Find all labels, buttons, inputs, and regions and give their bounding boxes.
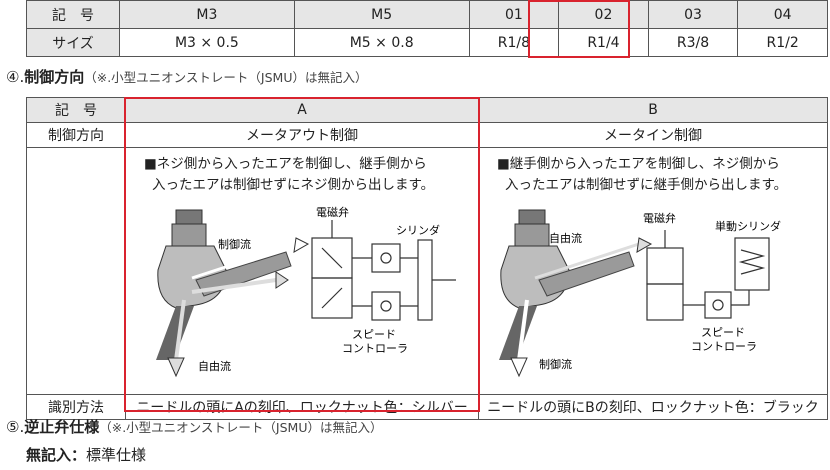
size-code-header-row: 記 号 M3 M5 01 02 03 04	[26, 0, 828, 29]
solenoid-label-b: 電磁弁	[643, 211, 676, 225]
meter-out-desc-line2: 入ったエアは制御せずにネジ側から出します。	[152, 177, 435, 193]
identify-label-cell: 識別方法	[26, 394, 126, 420]
fitting-illustration-a	[156, 209, 310, 378]
pneumatic-schematic-b	[646, 230, 770, 321]
section4-heading: ④.制御方向（※.小型ユニオンストレート（JSMU）は無記入）	[6, 66, 368, 87]
controlled-flow-label-a: 制御流	[218, 237, 251, 251]
controller-label-a: コントローラ	[342, 342, 408, 355]
direction-row: 制御方向 メータアウト制御 メータイン制御	[26, 122, 828, 148]
size-cell: M3 × 0.5	[119, 28, 295, 57]
meter-in-name: メータイン制御	[478, 122, 828, 148]
controlled-flow-label-b: 制御流	[539, 357, 572, 371]
size-cell: R3/8	[647, 28, 739, 57]
speed-label-b: スピード	[701, 326, 745, 339]
meter-in-description: ■継手側から入ったエアを制御し、ネジ側から 入ったエアは制御せずに継手側から出し…	[479, 148, 827, 196]
identify-b-cell: ニードルの頭にBの刻印、ロックナット色：ブラック	[478, 394, 828, 420]
section4-number: ④.	[6, 68, 25, 86]
free-flow-label-b: 自由流	[549, 231, 582, 245]
section5-number: ⑤.	[6, 418, 25, 436]
meter-out-desc-line1: ■ネジ側から入ったエアを制御し、継手側から	[144, 156, 427, 172]
blank-label: 無記入：	[26, 446, 87, 464]
identify-a-cell: ニードルの頭にAの刻印、ロックナット色：シルバー	[125, 394, 479, 420]
meter-out-name: メータアウト制御	[125, 122, 479, 148]
pneumatic-schematic-a	[311, 220, 456, 321]
solenoid-label-a: 電磁弁	[316, 205, 349, 219]
diagram-label-cell	[26, 147, 126, 395]
code-cell: 04	[737, 0, 828, 29]
fitting-illustration-b	[499, 209, 653, 378]
section5-heading: ⑤.逆止弁仕様（※.小型ユニオンストレート（JSMU）は無記入）	[6, 416, 383, 437]
meter-out-description: ■ネジ側から入ったエアを制御し、継手側から 入ったエアは制御せずにネジ側から出し…	[126, 148, 478, 196]
meter-in-diagram: 自由流 制御流 電磁弁 単動シリンダ スピード コントローラ	[499, 209, 781, 378]
size-cell: M5 × 0.8	[293, 28, 470, 57]
meter-in-desc-line1: ■継手側から入ったエアを制御し、ネジ側から	[497, 156, 780, 172]
meter-out-cell: ■ネジ側から入ったエアを制御し、継手側から 入ったエアは制御せずにネジ側から出し…	[125, 147, 479, 395]
code-cell: M3	[119, 0, 295, 29]
identify-row: 識別方法 ニードルの頭にAの刻印、ロックナット色：シルバー ニードルの頭にBの刻…	[26, 394, 828, 420]
meter-out-diagram: 制御流 自由流 電磁弁 シリンダ	[156, 205, 456, 378]
size-code-table: 記 号 M3 M5 01 02 03 04 サイズ M3 × 0.5 M5 × …	[26, 0, 828, 57]
cylinder-label-a: シリンダ	[396, 223, 440, 237]
size-cell: R1/2	[737, 28, 828, 57]
code-header-cell: 記 号	[26, 0, 120, 29]
meter-in-desc-line2: 入ったエアは制御せずに継手側から出します。	[505, 177, 788, 193]
section4-note: （※.小型ユニオンストレート（JSMU）は無記入）	[84, 70, 368, 85]
control-header-cell: 記 号	[26, 97, 126, 123]
size-cell: R1/4	[558, 28, 649, 57]
control-header-row: 記 号 A B	[26, 97, 828, 123]
code-cell: 03	[647, 0, 739, 29]
cylinder-label-b: 単動シリンダ	[715, 219, 781, 233]
controller-label-b: コントローラ	[691, 340, 757, 353]
code-cell: M5	[293, 0, 470, 29]
section5-note: （※.小型ユニオンストレート（JSMU）は無記入）	[99, 420, 383, 435]
speed-label-a: スピード	[352, 328, 396, 341]
direction-label-cell: 制御方向	[26, 122, 126, 148]
section4-title: 制御方向	[24, 68, 85, 86]
section5-title: 逆止弁仕様	[24, 418, 100, 436]
check-valve-spec: 無記入：標準仕様	[26, 444, 146, 465]
size-row: サイズ M3 × 0.5 M5 × 0.8 R1/8 R1/4 R3/8 R1/…	[26, 28, 828, 57]
meter-in-cell: ■継手側から入ったエアを制御し、ネジ側から 入ったエアは制御せずに継手側から出し…	[478, 147, 828, 395]
size-header-cell: サイズ	[26, 28, 120, 57]
blank-value: 標準仕様	[86, 446, 147, 464]
code-b-cell: B	[478, 97, 828, 123]
size-cell: R1/8	[468, 28, 560, 57]
code-cell: 02	[558, 0, 649, 29]
free-flow-label-a: 自由流	[198, 359, 231, 373]
diagram-row: ■ネジ側から入ったエアを制御し、継手側から 入ったエアは制御せずにネジ側から出し…	[26, 147, 828, 395]
control-direction-table: 記 号 A B 制御方向 メータアウト制御 メータイン制御 ■ネジ側から入ったエ…	[26, 97, 828, 420]
code-cell: 01	[468, 0, 560, 29]
code-a-cell: A	[125, 97, 479, 123]
